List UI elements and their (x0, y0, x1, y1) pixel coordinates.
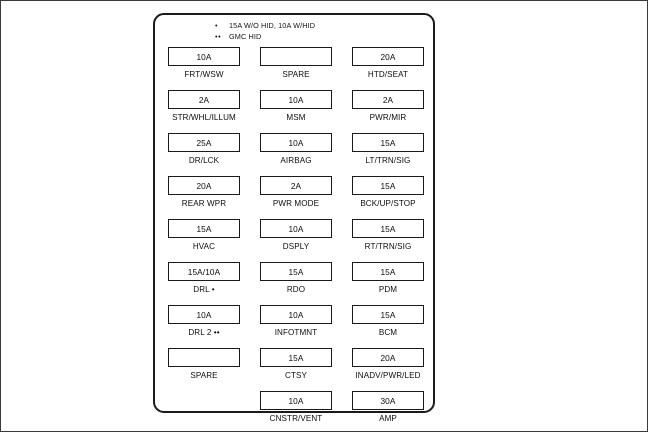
fuse-rating-box[interactable]: 10A (260, 219, 332, 238)
fuse-rating-box[interactable]: 15A (352, 176, 424, 195)
fuse-rating-box[interactable]: 15A/10A (168, 262, 240, 281)
fuse-slot[interactable]: 10A FRT/WSW (168, 47, 240, 90)
fuse-slot[interactable]: 15A LT/TRN/SIG (352, 133, 424, 176)
fuse-slot[interactable]: 20A HTD/SEAT (352, 47, 424, 90)
fuse-rating-box[interactable]: 25A (168, 133, 240, 152)
fuse-slot[interactable]: 10A DRL 2 •• (168, 305, 240, 348)
fuse-circuit-label: PWR/MIR (369, 112, 407, 122)
fuse-circuit-label: DRL • (193, 284, 215, 294)
fuse-circuit-label: INFOTMNT (274, 327, 318, 337)
fuse-slot[interactable]: 15A RT/TRN/SIG (352, 219, 424, 262)
fuse-circuit-label: STR/WHL/ILLUM (172, 112, 236, 122)
fuse-circuit-label: AMP (379, 413, 397, 423)
fuse-circuit-label: FRT/WSW (184, 69, 224, 79)
fuse-rating-box[interactable]: 15A (260, 262, 332, 281)
fuse-circuit-label: DSPLY (282, 241, 310, 251)
fuse-rating-box[interactable]: 15A (352, 305, 424, 324)
legend-bullet-marker: • (215, 21, 219, 30)
fuse-circuit-label: REAR WPR (181, 198, 227, 208)
fuse-slot[interactable]: 2A STR/WHL/ILLUM (168, 90, 240, 133)
fuse-rating-box[interactable]: 2A (352, 90, 424, 109)
fuse-slot[interactable]: SPARE (168, 348, 240, 391)
fuse-rating-box[interactable]: 10A (168, 47, 240, 66)
fuse-rating-box[interactable] (260, 47, 332, 66)
fuse-columns: 10A FRT/WSW 2A STR/WHL/ILLUM 25A DR/LCK 20A REA… (168, 47, 424, 434)
fuse-circuit-label: PWR MODE (272, 198, 320, 208)
fuse-rating-box[interactable]: 15A (352, 262, 424, 281)
fuse-slot[interactable]: 20A INADV/PWR/LED (352, 348, 424, 391)
fuse-slot[interactable]: 15A RDO (260, 262, 332, 305)
fuse-slot[interactable]: 10A DSPLY (260, 219, 332, 262)
fuse-slot[interactable]: 15A BCK/UP/STOP (352, 176, 424, 219)
fuse-rating-box[interactable] (168, 348, 240, 367)
fuse-slot[interactable]: 15A PDM (352, 262, 424, 305)
fuse-circuit-label: AIRBAG (280, 155, 312, 165)
legend-line: •• GMC HID (215, 32, 425, 43)
fuse-slot[interactable]: 15A CTSY (260, 348, 332, 391)
fuse-circuit-label: HVAC (192, 241, 216, 251)
fuse-rating-box[interactable]: 15A (260, 348, 332, 367)
fuse-circuit-label: HTD/SEAT (367, 69, 409, 79)
fuse-rating-box[interactable]: 10A (260, 90, 332, 109)
fuse-circuit-label: LT/TRN/SIG (365, 155, 411, 165)
fuse-rating-box[interactable]: 10A (260, 391, 332, 410)
legend-line: • 15A W/O HID, 10A W/HID (215, 21, 425, 32)
fuse-rating-box[interactable]: 10A (260, 133, 332, 152)
fuse-slot[interactable]: 10A INFOTMNT (260, 305, 332, 348)
fuse-slot-empty (168, 391, 240, 434)
fuse-circuit-label: SPARE (282, 69, 310, 79)
fuse-slot[interactable]: 30A AMP (352, 391, 424, 434)
legend-bullet-marker: •• (215, 31, 222, 41)
legend-text: 15A W/O HID, 10A W/HID (229, 21, 316, 30)
fuse-rating-box[interactable]: 2A (260, 176, 332, 195)
fuse-circuit-label: RDO (286, 284, 306, 294)
fuse-circuit-label: BCK/UP/STOP (360, 198, 416, 208)
fuse-circuit-label: PDM (378, 284, 398, 294)
fuse-slot[interactable]: 25A DR/LCK (168, 133, 240, 176)
fuse-slot[interactable]: 2A PWR/MIR (352, 90, 424, 133)
fuse-circuit-label: MSM (286, 112, 306, 122)
fuse-rating-box[interactable]: 15A (168, 219, 240, 238)
legend-text: GMC HID (229, 31, 262, 41)
fuse-slot[interactable]: 15A BCM (352, 305, 424, 348)
fuse-circuit-label: CNSTR/VENT (269, 413, 323, 423)
fuse-slot[interactable]: 2A PWR MODE (260, 176, 332, 219)
fuse-circuit-label: DRL 2 •• (188, 327, 220, 337)
fuse-circuit-label: RT/TRN/SIG (364, 241, 412, 251)
fuse-rating-box[interactable]: 20A (168, 176, 240, 195)
legend-notes: • 15A W/O HID, 10A W/HID •• GMC HID (215, 21, 425, 42)
fuse-circuit-label: SPARE (190, 370, 218, 380)
fuse-slot[interactable]: 10A MSM (260, 90, 332, 133)
fuse-rating-box[interactable]: 15A (352, 219, 424, 238)
fuse-circuit-label: INADV/PWR/LED (355, 370, 421, 380)
fuse-column-3: 20A HTD/SEAT 2A PWR/MIR 15A LT/TRN/SIG 15A BCK/… (352, 47, 424, 434)
fuse-rating-box[interactable]: 20A (352, 47, 424, 66)
fuse-circuit-label: CTSY (285, 370, 307, 380)
fuse-rating-box[interactable]: 10A (168, 305, 240, 324)
fuse-slot[interactable]: 15A/10A DRL • (168, 262, 240, 305)
fuse-slot[interactable]: 10A CNSTR/VENT (260, 391, 332, 434)
fuse-rating-box[interactable]: 20A (352, 348, 424, 367)
fuse-rating-box[interactable]: 10A (260, 305, 332, 324)
fuse-slot[interactable]: 15A HVAC (168, 219, 240, 262)
fuse-rating-box[interactable]: 15A (352, 133, 424, 152)
fuse-slot[interactable]: 20A REAR WPR (168, 176, 240, 219)
fuse-rating-box[interactable]: 30A (352, 391, 424, 410)
fuse-block-panel: • 15A W/O HID, 10A W/HID •• GMC HID 10A FRT/… (153, 13, 435, 423)
fuse-column-2: SPARE 10A MSM 10A AIRBAG 2A PWR MODE 10A DSPLY 15… (260, 47, 332, 434)
fuse-circuit-label: DR/LCK (188, 155, 220, 165)
fuse-column-1: 10A FRT/WSW 2A STR/WHL/ILLUM 25A DR/LCK 20A REA… (168, 47, 240, 434)
fuse-circuit-label: BCM (378, 327, 398, 337)
fuse-slot[interactable]: SPARE (260, 47, 332, 90)
fuse-slot[interactable]: 10A AIRBAG (260, 133, 332, 176)
fuse-rating-box[interactable]: 2A (168, 90, 240, 109)
